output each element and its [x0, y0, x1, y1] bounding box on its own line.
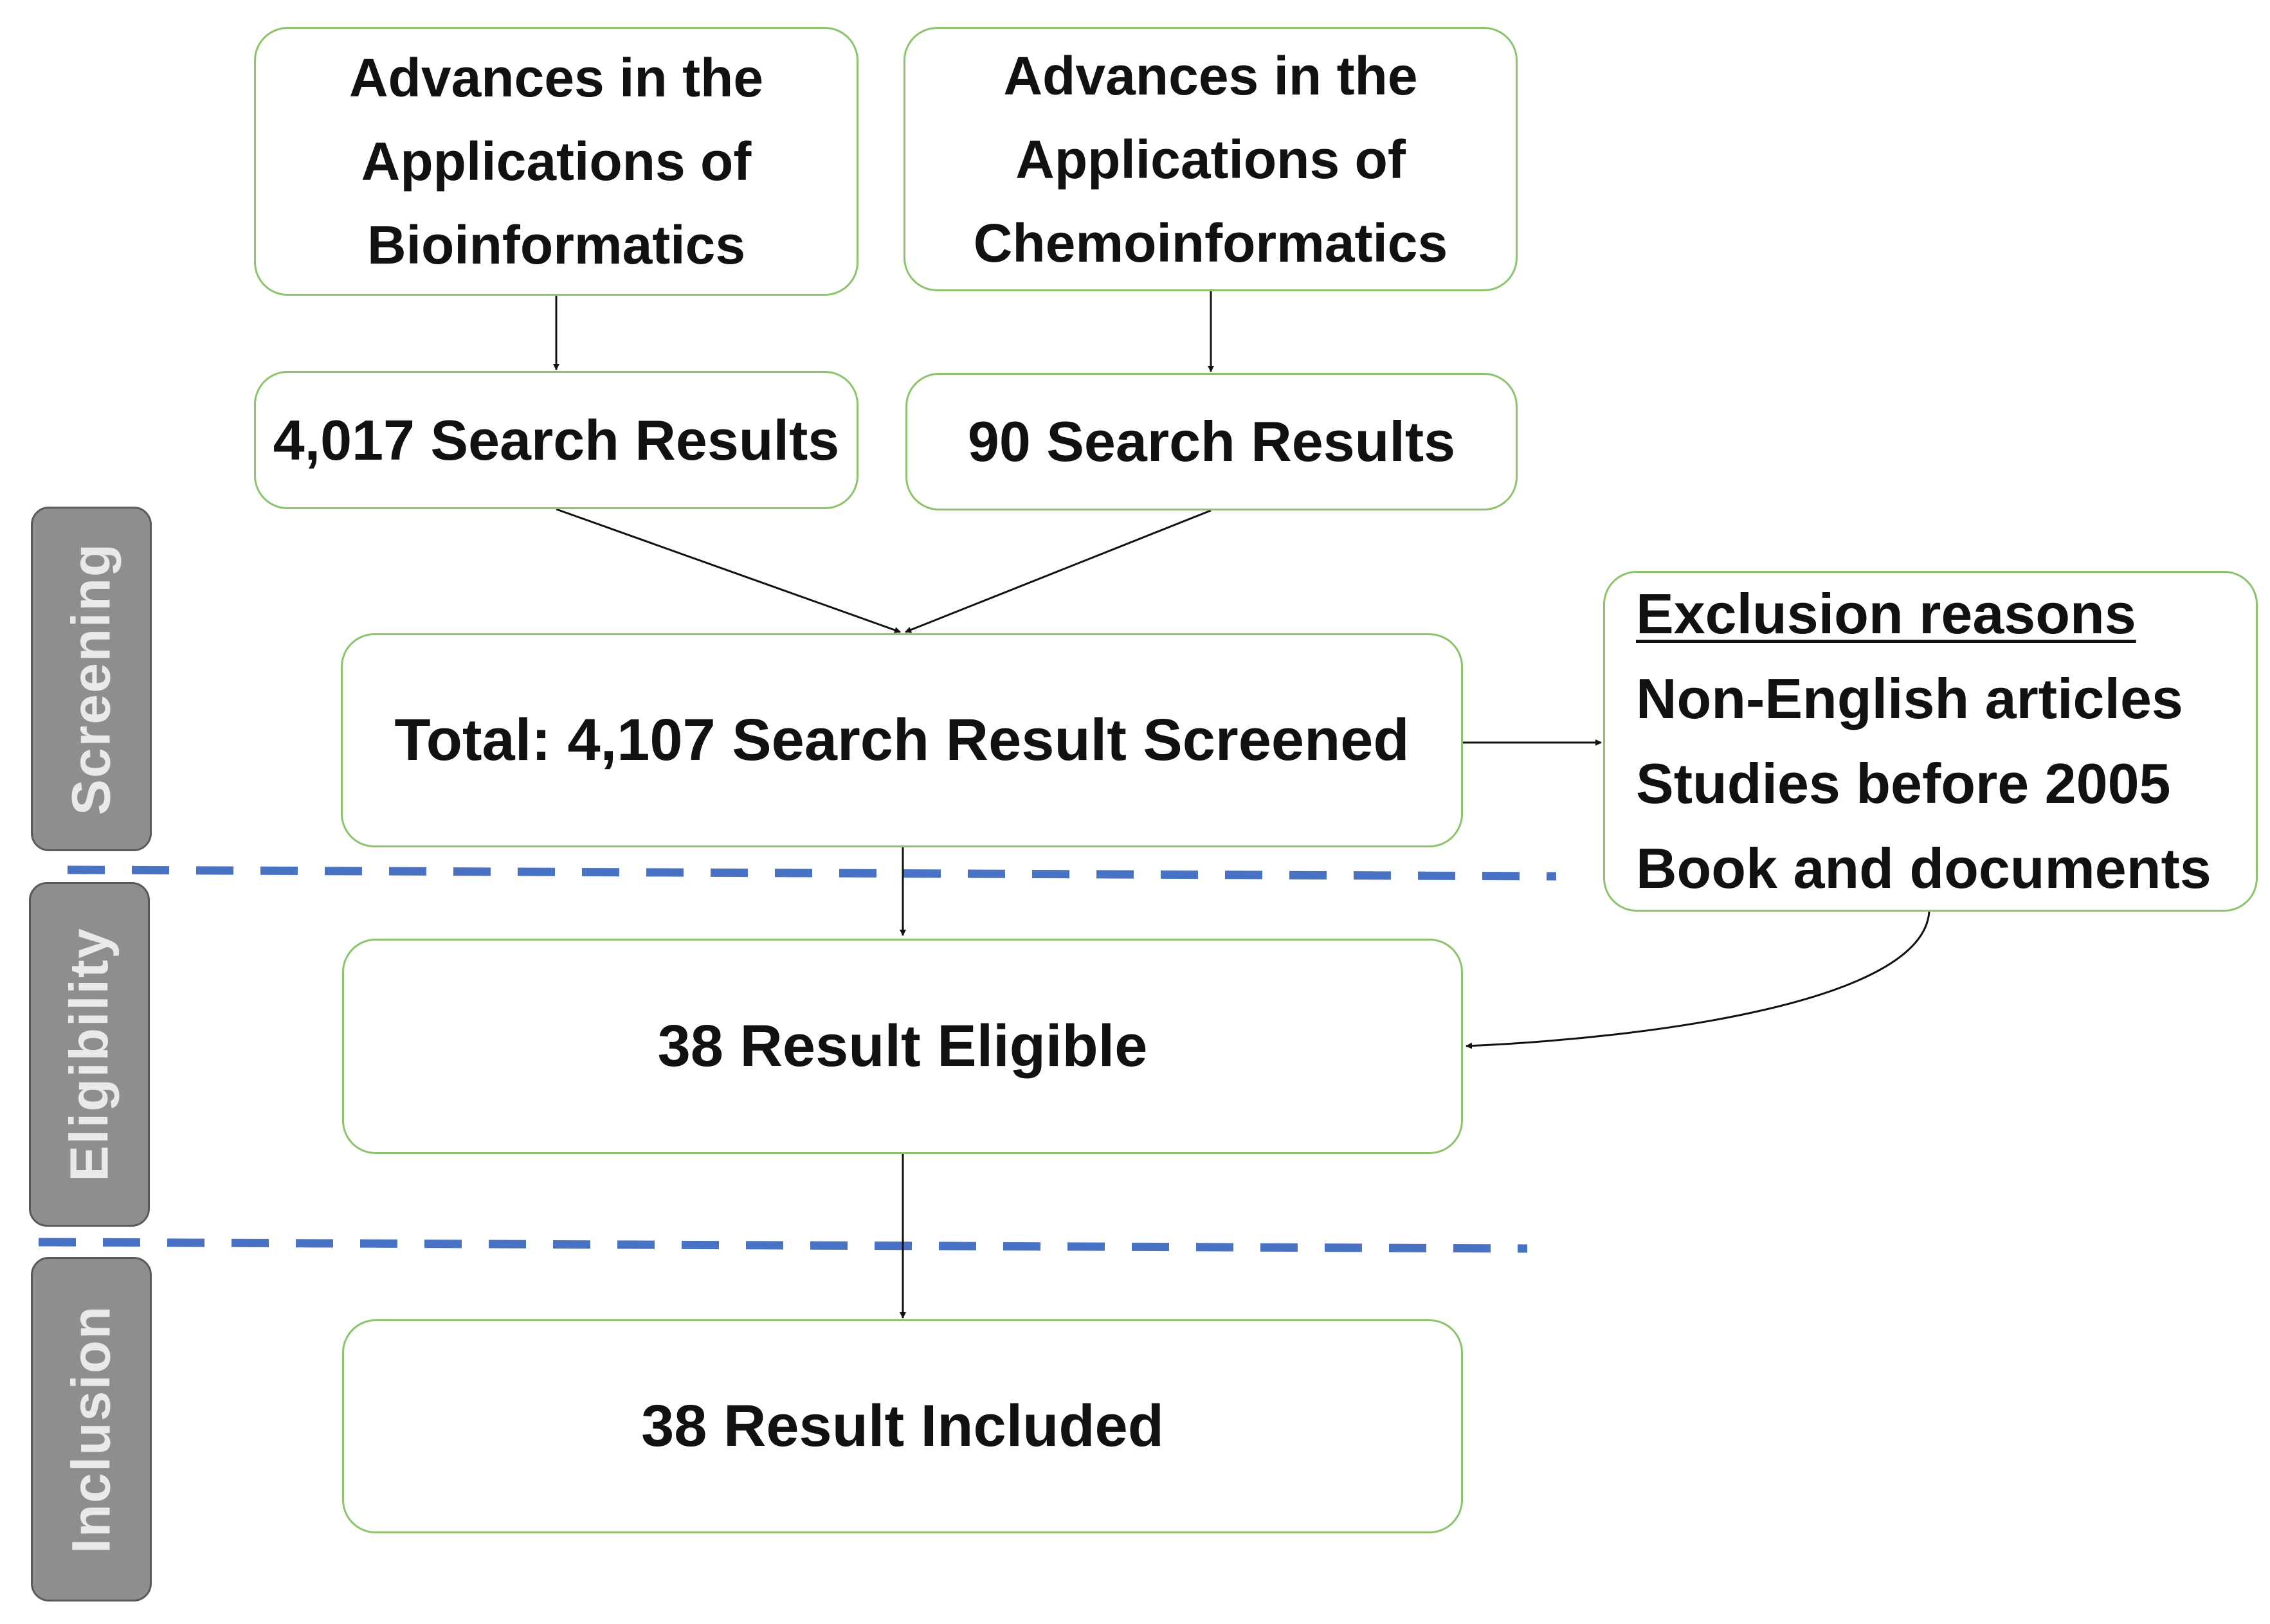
source-bioinformatics-line-3: Bioinformatics	[367, 215, 746, 275]
arrow-bio-count-to-screened	[556, 508, 901, 633]
bioinformatics-count-label: 4,017 Search Results	[273, 408, 840, 472]
phase-eligibility: Eligibility	[29, 882, 150, 1227]
arrow-chem-count-to-screened	[905, 509, 1212, 633]
phase-screening: Screening	[31, 507, 152, 851]
phase-inclusion: Inclusion	[31, 1257, 152, 1601]
exclusion-reason: Non-English articles	[1636, 667, 2183, 730]
source-bioinformatics-box: Advances in the Applications of Bioinfor…	[254, 27, 858, 296]
source-chemoinformatics-box: Advances in the Applications of Chemoinf…	[903, 27, 1518, 291]
source-bioinformatics-line-2: Applications of	[361, 131, 752, 192]
phase-inclusion-label: Inclusion	[60, 1304, 122, 1554]
eligible-label: 38 Result Eligible	[657, 1013, 1148, 1079]
screened-box: Total: 4,107 Search Result Screened	[341, 633, 1463, 847]
divider-screening-eligibility	[67, 865, 1557, 881]
exclusion-reason: Book and documents	[1636, 836, 2211, 900]
source-chemoinformatics-line-2: Applications of	[1015, 129, 1406, 190]
chemoinformatics-count-box: 90 Search Results	[905, 373, 1518, 510]
included-label: 38 Result Included	[641, 1393, 1164, 1459]
eligible-box: 38 Result Eligible	[342, 939, 1463, 1154]
included-box: 38 Result Included	[342, 1319, 1463, 1533]
divider-eligibility-inclusion	[38, 1238, 1528, 1253]
exclusion-reason: Studies before 2005	[1636, 752, 2171, 815]
source-chemoinformatics-line-3: Chemoinformatics	[973, 212, 1448, 273]
chemoinformatics-count-label: 90 Search Results	[967, 410, 1456, 473]
arrow-exclusion-to-eligible	[1466, 911, 1930, 1049]
exclusion-box: Exclusion reasons Non-English articles S…	[1603, 571, 2258, 912]
source-bioinformatics-line-1: Advances in the	[349, 48, 764, 108]
source-chemoinformatics-line-1: Advances in the	[1003, 45, 1418, 106]
bioinformatics-count-box: 4,017 Search Results	[254, 371, 858, 509]
screened-label: Total: 4,107 Search Result Screened	[394, 707, 1410, 773]
phase-screening-label: Screening	[60, 542, 122, 816]
exclusion-title: Exclusion reasons	[1636, 582, 2136, 645]
phase-eligibility-label: Eligibility	[59, 927, 120, 1182]
